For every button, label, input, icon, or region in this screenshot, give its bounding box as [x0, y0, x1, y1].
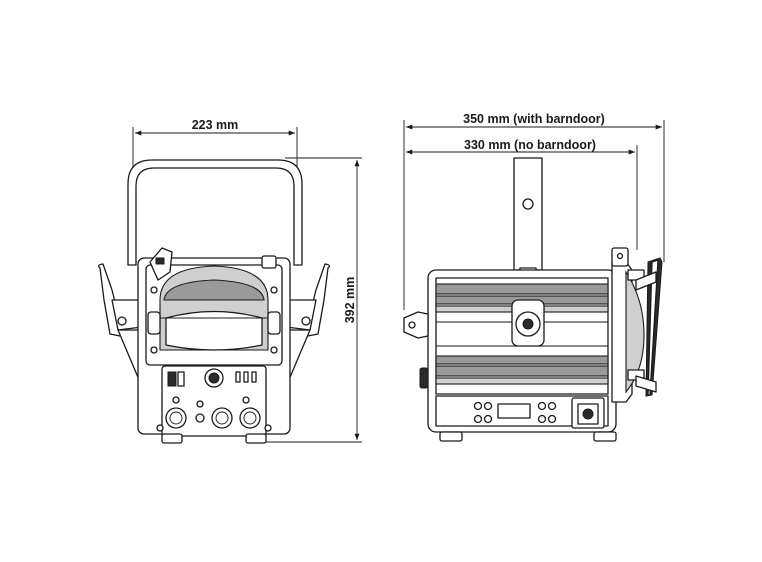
side-width-no-barndoor-label: 330 mm (no barndoor)	[464, 138, 596, 152]
height-dimension: 392 mm	[260, 157, 362, 443]
front-feet	[161, 433, 267, 444]
side-barndoor	[611, 247, 663, 403]
front-yoke	[127, 159, 303, 266]
side-view: 350 mm (with barndoor) 330 mm (no barndo…	[403, 112, 665, 442]
front-width-dimension: 223 mm	[132, 118, 298, 170]
side-width-with-barndoor-dimension: 350 mm (with barndoor)	[403, 112, 665, 310]
front-view: 223 mm 392 mm	[97, 118, 362, 444]
side-housing	[427, 269, 617, 433]
side-feet	[439, 431, 617, 442]
side-width-no-barndoor-dimension: 330 mm (no barndoor)	[406, 138, 638, 250]
height-label: 392 mm	[343, 277, 357, 324]
front-width-label: 223 mm	[192, 118, 239, 132]
side-rear-knob	[403, 311, 429, 389]
side-width-with-barndoor-label: 350 mm (with barndoor)	[463, 112, 605, 126]
front-control-panel	[156, 365, 272, 437]
